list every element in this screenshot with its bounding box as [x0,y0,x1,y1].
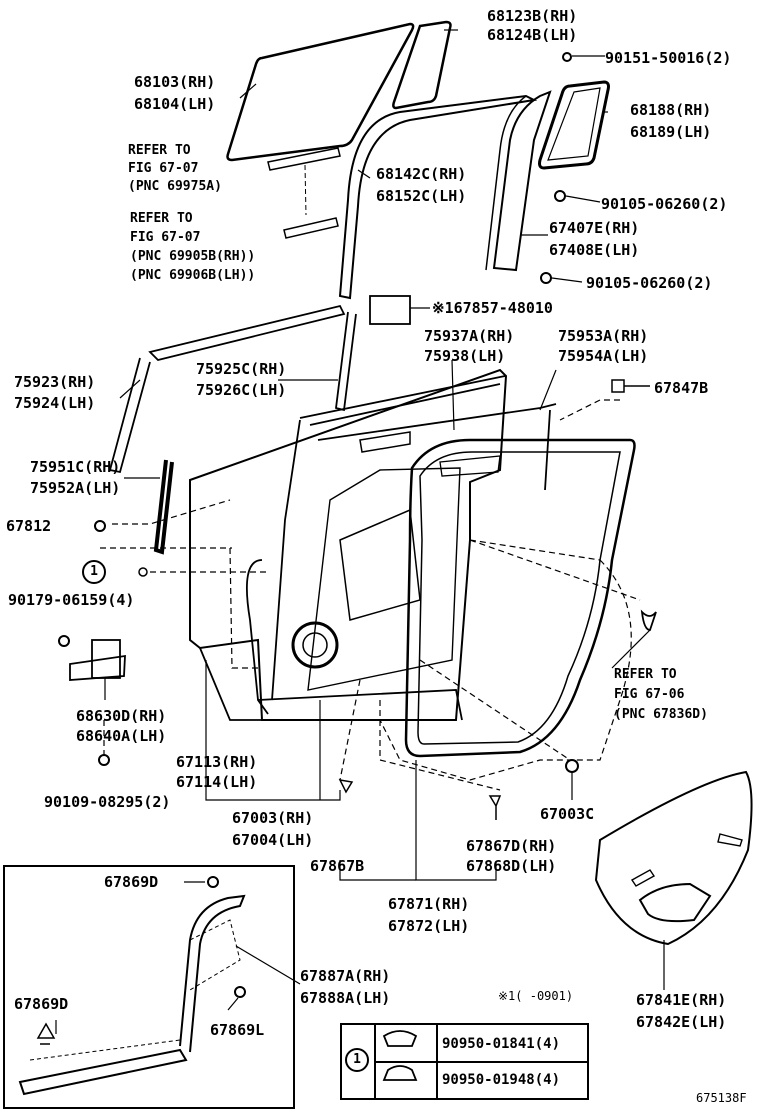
part-67868d: 67868D(LH) [466,857,557,875]
part-75937: 75937A(RH) [424,327,515,345]
part-67869d: 67869D [104,873,159,891]
refer-fig: FIG 67-07 [130,230,201,245]
part-68189: 68189(LH) [630,123,712,141]
part-67869l: 67869L [210,1021,265,1039]
part-67004: 67004(LH) [232,831,314,849]
part-75954: 75954A(LH) [558,347,649,365]
part-68104: 68104(LH) [134,95,216,113]
part-67847: 67847B [654,379,709,397]
refer-pnc: (PNC 69905B(RH)) [130,249,256,264]
part-67867d: 67867D(RH) [466,837,557,855]
part-68188: 68188(RH) [630,101,712,119]
part-75925: 75925C(RH) [196,360,287,378]
refer-text: REFER TO [130,211,193,226]
quarter-glass [392,20,452,110]
refer-text: REFER TO [128,143,191,158]
circle-callout: 1 [82,560,106,584]
part-67003: 67003(RH) [232,809,314,827]
refer-pnc: (PNC 69975A) [128,179,222,194]
part-67841: 67841E(RH) [636,991,727,1009]
weatherstrip [404,438,636,758]
part-67113: 67113(RH) [176,753,258,771]
part-75951: 75951C(RH) [30,458,121,476]
door-trim [594,770,753,946]
part-90109: 90109-08295(2) [44,793,171,811]
part-75926: 75926C(LH) [196,381,287,399]
part-67869d: 67869D [14,995,69,1013]
table-part-1: 90950-01841(4) [442,1036,561,1052]
part-68630: 68630D(RH) [76,707,167,725]
table-part-2: 90950-01948(4) [442,1072,561,1088]
refer-pnc: (PNC 67836D) [614,707,708,722]
door-glass [226,22,415,162]
part-75924: 75924(LH) [14,394,96,412]
part-68123: 68123B(RH) [487,7,578,25]
refer-text: REFER TO [614,667,677,682]
circle-callout: 1 [345,1048,369,1072]
part-75953: 75953A(RH) [558,327,649,345]
garnish [18,1048,188,1096]
part-90179: 90179-06159(4) [8,591,135,609]
note-text: ※1( -0901) [498,989,574,1003]
quarter-window [538,80,610,170]
part-68152: 68152C(LH) [376,187,467,205]
part-68142: 68142C(RH) [376,165,467,183]
part-68124: 68124B(LH) [487,26,578,44]
part-90105b: 90105-06260(2) [586,274,713,292]
part-90105a: 90105-06260(2) [601,195,728,213]
part-67871: 67871(RH) [388,895,470,913]
part-67867b: 67867B [310,857,365,875]
refer-fig: FIG 67-07 [128,161,199,176]
refer-fig: FIG 67-06 [614,687,685,702]
part-67003c: 67003C [540,805,595,823]
door-frame [189,368,508,721]
part-67842: 67842E(LH) [636,1013,727,1031]
part-67408: 67408E(LH) [549,241,640,259]
part-67887: 67887A(RH) [300,967,391,985]
part-75923: 75923(RH) [14,373,96,391]
part-67872: 67872(LH) [388,917,470,935]
door-check [69,654,126,681]
clip-table [340,1023,589,1100]
diagram-id: 675138F [696,1091,747,1105]
part-67888: 67888A(LH) [300,989,391,1007]
part-68103: 68103(RH) [134,73,216,91]
part-75952: 75952A(LH) [30,479,121,497]
part-167857: ※167857-48010 [432,299,553,317]
part-75938: 75938(LH) [424,347,506,365]
part-67114: 67114(LH) [176,773,258,791]
refer-pnc: (PNC 69906B(LH)) [130,268,256,283]
part-90151: 90151-50016(2) [605,49,732,67]
part-68640: 68640A(LH) [76,727,167,745]
part-67812: 67812 [6,517,52,535]
part-67407: 67407E(RH) [549,219,640,237]
outer-molding [148,304,346,361]
